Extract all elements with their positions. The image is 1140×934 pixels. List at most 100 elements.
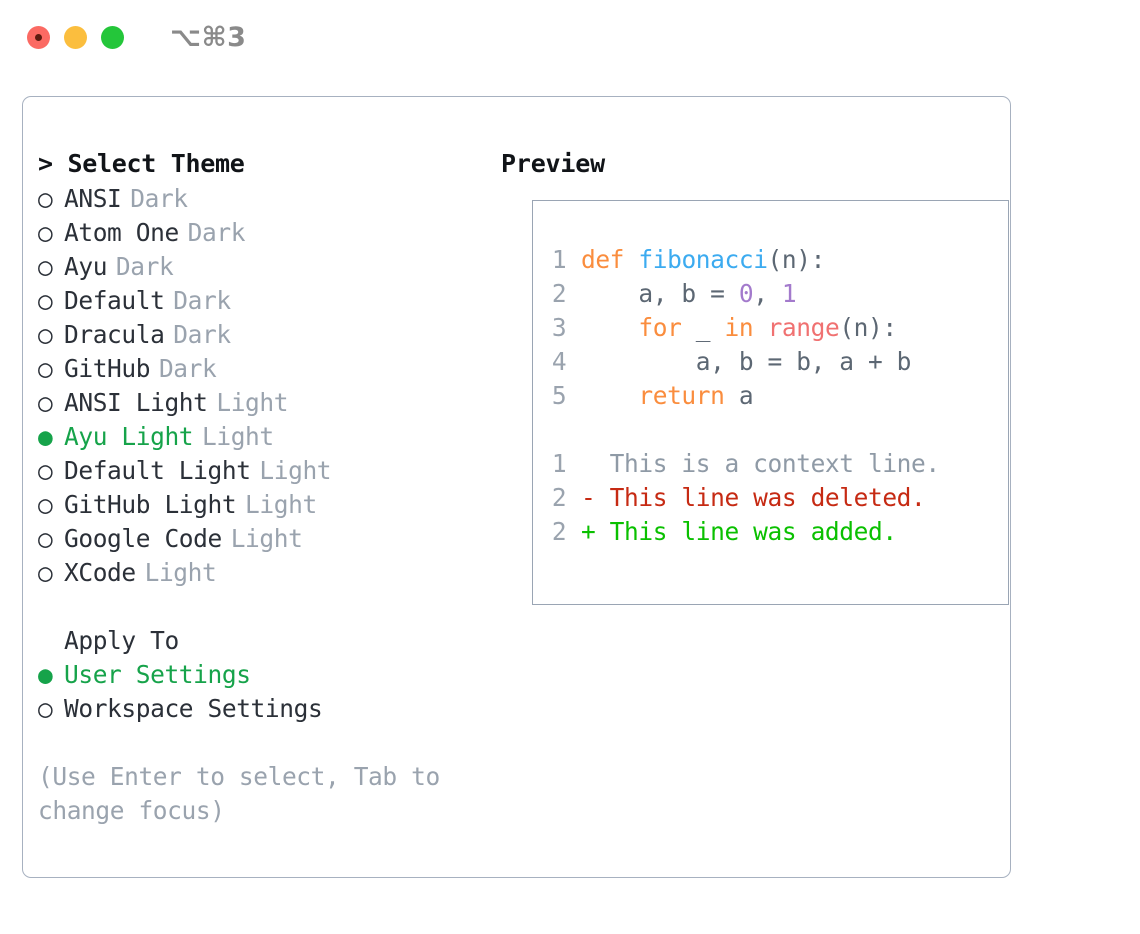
theme-name: Ayu Light — [64, 422, 194, 451]
radio-unselected-icon[interactable]: ○ — [38, 354, 53, 383]
diff-line: 2- This line was deleted. — [550, 481, 940, 515]
code-token: in — [724, 313, 754, 342]
code-token: (n): — [839, 313, 897, 342]
radio-unselected-icon[interactable]: ○ — [38, 456, 53, 485]
theme-name: ANSI Light — [64, 388, 208, 417]
radio-unselected-icon[interactable]: ○ — [38, 184, 53, 213]
theme-variant-label: Dark — [158, 354, 217, 383]
theme-variant-label: Dark — [187, 218, 246, 247]
diff-sign: + — [580, 517, 596, 546]
code-token: range — [767, 313, 840, 342]
theme-name: GitHub — [64, 354, 151, 383]
theme-name: GitHub Light — [64, 490, 237, 519]
radio-unselected-icon[interactable]: ○ — [38, 558, 53, 587]
theme-variant-label: Light — [230, 524, 303, 553]
close-button[interactable] — [27, 26, 50, 49]
theme-list-item[interactable]: ○ GitHub Light Light — [38, 488, 488, 522]
code-line: 2 a, b = 0, 1 — [550, 277, 940, 311]
apply-to-option[interactable]: ○ Workspace Settings — [38, 692, 488, 726]
radio-unselected-icon[interactable]: ○ — [38, 524, 53, 553]
apply-to-option[interactable]: ● User Settings — [38, 658, 488, 692]
radio-unselected-icon[interactable]: ○ — [38, 490, 53, 519]
theme-variant-label: Dark — [115, 252, 174, 281]
code-token: 1 — [781, 279, 797, 308]
theme-name: Atom One — [64, 218, 179, 247]
code-token: def — [580, 245, 625, 274]
code-token — [581, 313, 638, 342]
theme-list-item[interactable]: ○ Default Light Light — [38, 454, 488, 488]
theme-list-item[interactable]: ○ Google Code Light — [38, 522, 488, 556]
radio-unselected-icon[interactable]: ○ — [38, 286, 53, 315]
code-token: return — [638, 381, 725, 410]
radio-unselected-icon[interactable]: ○ — [38, 320, 53, 349]
radio-unselected-icon[interactable]: ○ — [38, 252, 53, 281]
diff-sign: - — [580, 483, 596, 512]
line-number: 1 — [551, 245, 567, 274]
theme-variant-label: Dark — [130, 184, 188, 213]
theme-name: Default — [64, 286, 165, 315]
code-token: a, b = b, a + b — [580, 347, 912, 376]
apply-to-list[interactable]: ● User Settings ○ Workspace Settings — [38, 658, 488, 726]
line-number: 2 — [551, 483, 567, 512]
code-token: (n): — [767, 245, 826, 274]
line-number: 5 — [551, 381, 567, 410]
theme-name: Dracula — [64, 320, 165, 349]
minimize-button[interactable] — [64, 26, 87, 49]
radio-unselected-icon[interactable]: ○ — [38, 388, 53, 417]
radio-unselected-icon[interactable]: ○ — [38, 694, 53, 723]
code-token — [753, 313, 767, 342]
code-token: _ — [681, 313, 725, 342]
theme-variant-label: Light — [259, 456, 332, 485]
theme-list-item[interactable]: ○ XCode Light — [38, 556, 488, 590]
theme-variant-label: Dark — [173, 286, 231, 315]
code-token: a — [724, 381, 754, 410]
code-line: 3 for _ in range(n): — [550, 311, 940, 345]
radio-selected-icon[interactable]: ● — [38, 422, 53, 451]
theme-list-item[interactable]: ○ Dracula Dark — [38, 318, 488, 352]
diff-line: 2 + This line was added. — [550, 515, 940, 549]
theme-name: XCode — [64, 558, 136, 587]
list-spacer — [38, 590, 488, 624]
theme-list-item[interactable]: ○ Default Dark — [38, 284, 488, 318]
line-number: 2 — [551, 279, 567, 308]
theme-variant-label: Light — [216, 388, 289, 417]
theme-variant-label: Light — [144, 558, 217, 587]
line-number: 2 — [551, 517, 567, 546]
theme-name: Default Light — [64, 456, 251, 485]
code-token: , — [753, 279, 782, 308]
diff-text: This is a context line. — [595, 449, 940, 478]
select-theme-title: > Select Theme — [38, 149, 245, 178]
theme-list-item[interactable]: ○ ANSI Light Light — [38, 386, 488, 420]
theme-name: Google Code — [64, 524, 222, 553]
diff-sign — [581, 449, 595, 478]
code-token — [581, 381, 638, 410]
apply-to-label: User Settings — [64, 660, 251, 689]
code-token: for — [638, 313, 682, 342]
apply-to-label: Workspace Settings — [64, 694, 323, 723]
preview-title: Preview — [501, 149, 605, 178]
theme-name: Ayu — [64, 252, 108, 281]
line-number: 3 — [551, 313, 567, 342]
diff-text: This line was added. — [595, 517, 897, 546]
theme-list-item[interactable]: ○ Atom One Dark — [38, 216, 488, 250]
diff-text: This line was deleted. — [595, 483, 926, 512]
zoom-button[interactable] — [101, 26, 124, 49]
radio-selected-icon[interactable]: ● — [38, 660, 53, 689]
code-token: a, b = — [580, 279, 739, 308]
radio-unselected-icon[interactable]: ○ — [38, 218, 53, 247]
diff-line: 1 This is a context line. — [550, 447, 940, 481]
line-number: 4 — [551, 347, 567, 376]
theme-variant-label: Dark — [173, 320, 231, 349]
theme-variant-label: Light — [245, 490, 317, 519]
